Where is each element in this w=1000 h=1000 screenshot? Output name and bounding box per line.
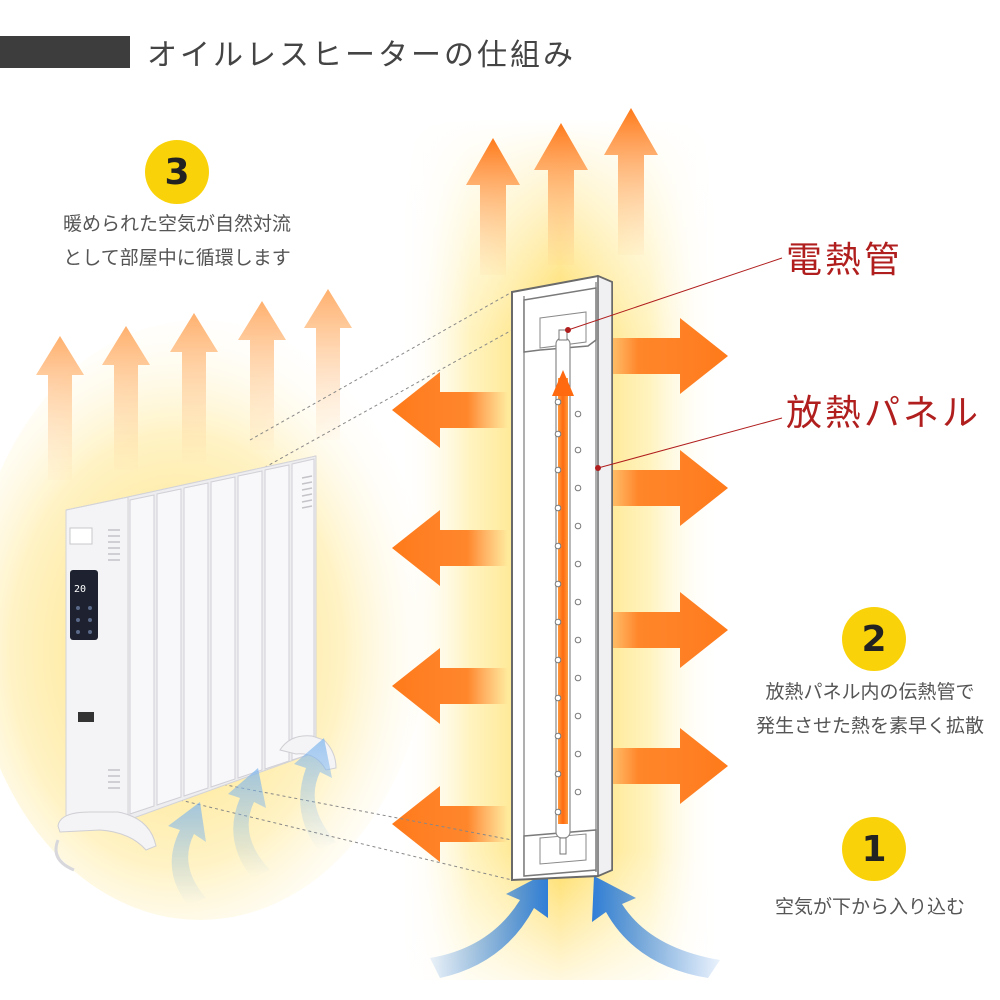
hot-air-arrow-icon — [392, 372, 508, 862]
page-title: オイルレスヒーターの仕組み — [147, 38, 576, 73]
cool-air-arrow-icon — [430, 872, 720, 978]
step-1-badge: 1 — [842, 817, 906, 881]
header-bar — [0, 36, 130, 68]
heater-display: 20 — [74, 584, 86, 595]
hot-air-arrow-icon — [36, 289, 352, 480]
radiator-panel-label: 放熱パネル — [786, 393, 982, 434]
heater-foot — [57, 811, 157, 851]
radiator-panel — [511, 274, 613, 882]
hot-air-arrow-icon — [466, 108, 658, 275]
heating-tube-label: 電熱管 — [786, 240, 904, 281]
hot-air-arrow-icon — [590, 318, 728, 804]
step-3-caption: 暖められた空気が自然対流 として部屋中に循環します — [62, 213, 291, 269]
callout-leaders — [565, 257, 783, 471]
heater-control-panel — [70, 570, 98, 640]
step-1-caption: 空気が下から入り込む — [774, 896, 965, 918]
step-2-badge: 2 — [842, 607, 906, 671]
cool-air-arrow-icon — [168, 738, 336, 905]
step-2-caption: 放熱パネル内の伝熱管で 発生させた熱を素早く拡散 — [755, 681, 984, 737]
step-3-badge: 3 — [145, 140, 209, 204]
